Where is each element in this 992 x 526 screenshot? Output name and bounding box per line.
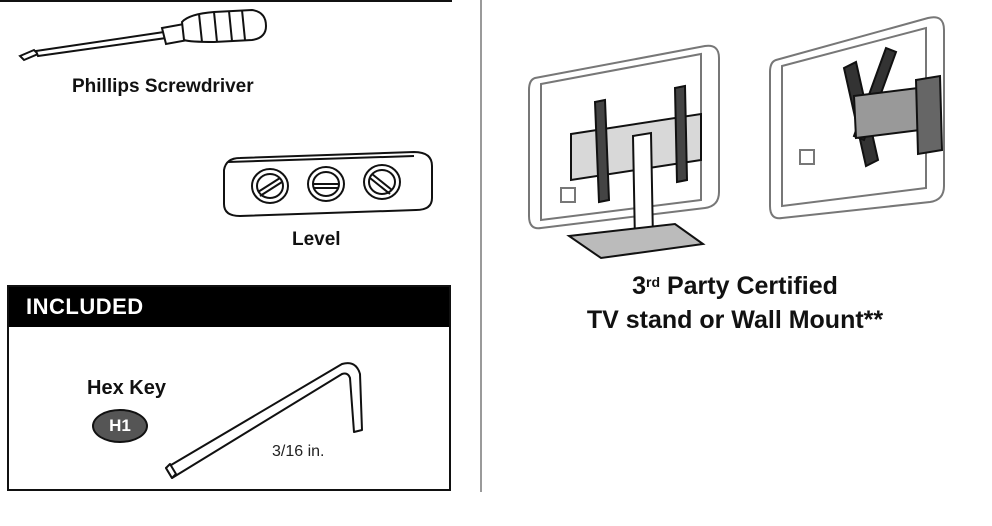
level-label: Level [292,229,341,250]
included-title: INCLUDED [26,294,144,319]
hex-key-size: 3/16 in. [272,443,325,460]
included-header [9,287,449,327]
included-box [7,285,451,491]
tv-stand-illustration [528,44,720,260]
mount-caption-line1: 3rd Party Certified [500,272,970,301]
screwdriver-illustration [18,8,268,62]
screwdriver-label: Phillips Screwdriver [72,76,254,97]
top-rule [0,0,452,2]
column-divider [480,0,482,492]
level-illustration [223,150,433,218]
wall-mount-illustration [769,16,945,220]
mount-caption-line2: TV stand or Wall Mount** [586,306,884,334]
caption-superscript: rd [646,274,661,290]
caption-line1-rest: Party Certified [660,272,838,300]
hex-key-badge-text: H1 [109,416,131,435]
hex-key-illustration [165,362,363,479]
hex-key-label: Hex Key [87,377,166,399]
hex-key-badge [92,409,148,443]
caption-prefix: 3 [632,272,647,300]
